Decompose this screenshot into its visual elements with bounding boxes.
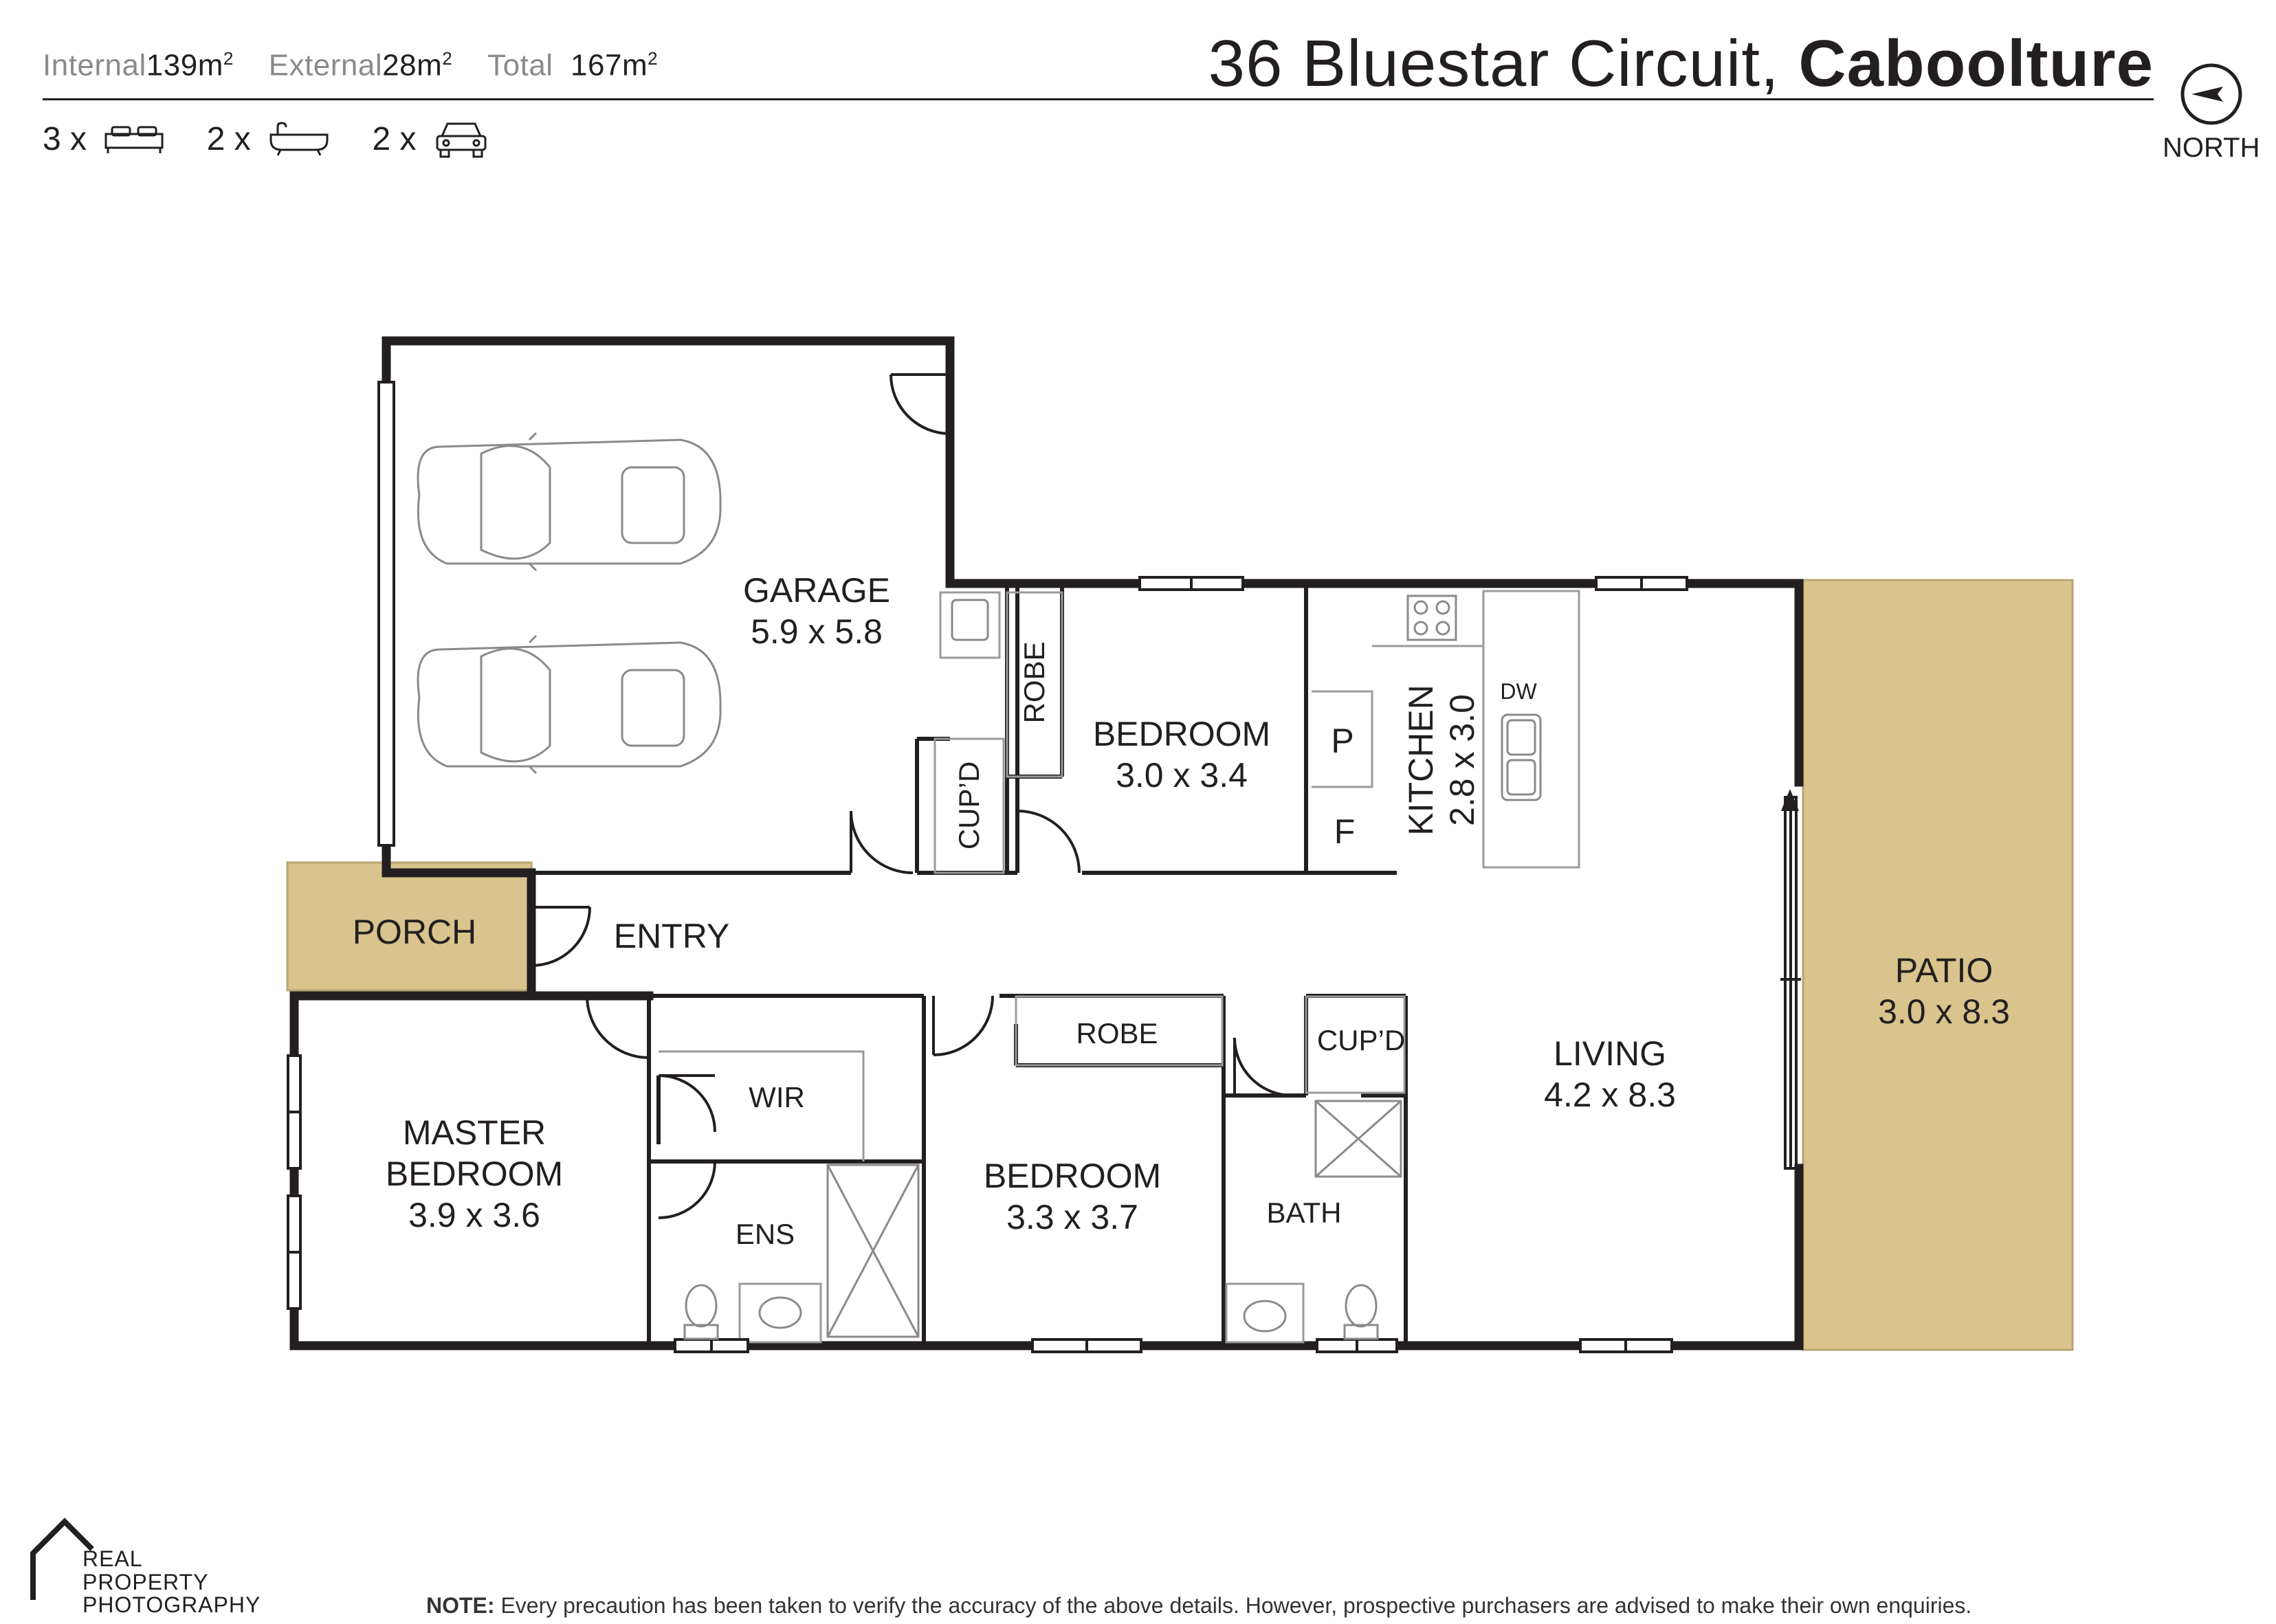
porch-area: [286, 861, 533, 992]
car-count: 2 x: [372, 120, 417, 157]
robe-label: ROBE: [1076, 1016, 1158, 1049]
cupboard-label: CUP’D: [1316, 1023, 1406, 1056]
external-label: External: [268, 48, 383, 82]
shower-icon: [1314, 1100, 1402, 1178]
north-label: NORTH: [2163, 133, 2260, 163]
porch-label: PORCH: [352, 913, 477, 951]
basin-icon: [1243, 1300, 1287, 1333]
note-text: Every precaution has been taken to verif…: [500, 1593, 1972, 1618]
north-arrow-icon: [2180, 63, 2242, 125]
master-bedroom-label: MASTER BEDROOM 3.9 x 3.6: [385, 1113, 564, 1234]
garage-door: [377, 381, 395, 847]
laundry-sink-icon: [951, 599, 989, 641]
bathroom-count: 2 x: [206, 120, 251, 157]
bedroom-label: BEDROOM 3.0 x 3.4: [1092, 715, 1271, 794]
bedroom-label: BEDROOM 3.3 x 3.7: [983, 1157, 1162, 1236]
windows: [287, 576, 1688, 1353]
patio-area: [1802, 579, 2074, 1351]
address-street: 36 Bluestar Circuit,: [1208, 27, 1780, 100]
car-icon: [417, 634, 722, 775]
patio-label: PATIO 3.0 x 8.3: [1878, 951, 2010, 1031]
cooktop-icon: [1406, 594, 1457, 641]
feature-counts: 3 x 2 x 2 x: [43, 118, 522, 159]
header-divider: [43, 98, 2154, 100]
wir-label: WIR: [749, 1080, 805, 1113]
fridge-label: F: [1334, 812, 1356, 851]
logo-icon: [30, 1517, 94, 1600]
bath-icon: [269, 122, 329, 156]
internal-label: Internal: [43, 48, 146, 82]
entry-label: ENTRY: [613, 917, 730, 955]
total-value: 167: [571, 48, 622, 82]
bedroom-count: 3 x: [43, 120, 87, 157]
garage-label: GARAGE 5.9 x 5.8: [743, 571, 890, 651]
basin-icon: [758, 1296, 802, 1329]
address-suburb: Caboolture: [1798, 27, 2154, 100]
dishwasher-label: DW: [1500, 678, 1537, 704]
pantry-label: P: [1331, 722, 1354, 760]
toilet-icon: [683, 1284, 719, 1340]
shower-icon: [826, 1164, 920, 1338]
total-label: Total: [487, 48, 553, 82]
cupboard-label: CUP’D: [952, 761, 985, 850]
ensuite-label: ENS: [735, 1217, 795, 1250]
built-ins: [659, 590, 1580, 1344]
robe-label: ROBE: [1017, 641, 1050, 724]
doors: [531, 373, 1293, 1219]
disclaimer-note: NOTE: Every precaution has been taken to…: [426, 1593, 1971, 1619]
kitchen-sink-icon: [1501, 713, 1542, 801]
sliding-door: [1780, 796, 1801, 1170]
kitchen-label: KITCHEN 2.8 x 3.0: [1402, 685, 1481, 836]
bed-icon: [104, 126, 164, 154]
toilet-icon: [1343, 1284, 1379, 1340]
external-value: 28: [382, 48, 417, 82]
property-address: 36 Bluestar Circuit, Caboolture: [1208, 26, 2154, 102]
area-summary: Internal139m2 External28m2 Total 167m2: [43, 48, 659, 82]
car-icon: [417, 432, 722, 572]
internal-value: 139: [146, 48, 198, 82]
living-label: LIVING 4.2 x 8.3: [1544, 1034, 1676, 1114]
company-logo-text: REAL PROPERTY PHOTOGRAPHY: [82, 1546, 261, 1618]
car-icon: [436, 122, 487, 158]
bath-label: BATH: [1266, 1196, 1342, 1229]
entry-arrow-icon: [1781, 789, 1799, 811]
note-label: NOTE:: [426, 1593, 495, 1618]
